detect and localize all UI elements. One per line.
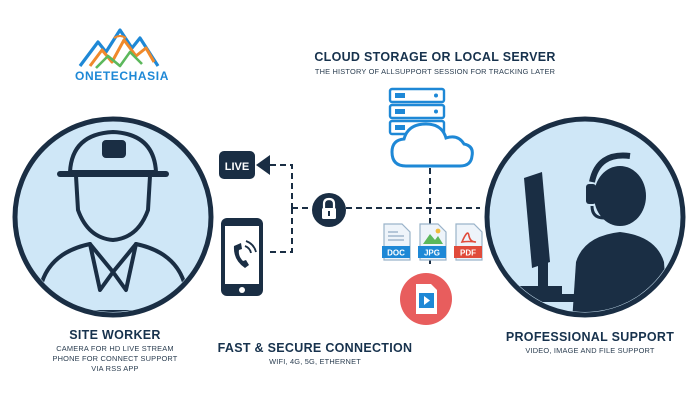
jpg-label: JPG xyxy=(424,249,440,258)
doc-file-icon: DOC xyxy=(382,223,411,261)
live-label: LIVE xyxy=(225,161,249,173)
jpg-file-icon: JPG xyxy=(418,223,447,261)
site-worker-line-3: VIA RSS APP xyxy=(91,364,139,373)
logo-mountains-icon xyxy=(78,28,160,69)
professional-title: PROFESSIONAL SUPPORT xyxy=(505,330,675,344)
padlock-icon xyxy=(312,193,346,227)
pdf-label: PDF xyxy=(460,249,476,258)
doc-label: DOC xyxy=(387,249,405,258)
smartphone-icon xyxy=(221,218,263,296)
server-cloud-icon xyxy=(388,87,474,168)
site-worker-line-1: CAMERA FOR HD LIVE STREAM xyxy=(56,344,174,353)
pdf-file-icon: PDF xyxy=(454,223,483,261)
worker-helmet-icon xyxy=(12,116,214,318)
professional-subtitle: VIDEO, IMAGE AND FILE SUPPORT xyxy=(525,346,655,355)
support-agent-icon xyxy=(484,116,686,318)
site-worker-title: SITE WORKER xyxy=(69,328,161,342)
cloud-subtitle: THE HISTORY OF ALLSUPPORT SESSION FOR TR… xyxy=(314,67,556,76)
connection-title: FAST & SECURE CONNECTION xyxy=(217,341,413,355)
cloud-title: CLOUD STORAGE OR LOCAL SERVER xyxy=(314,50,556,64)
site-worker-line-2: PHONE FOR CONNECT SUPPORT xyxy=(52,354,178,363)
connection-subtitle: WIFI, 4G, 5G, ETHERNET xyxy=(269,357,361,366)
logo-text: ONETECHASIA xyxy=(75,69,169,83)
video-file-icon xyxy=(400,273,452,325)
live-camera-icon: LIVE xyxy=(219,151,270,179)
